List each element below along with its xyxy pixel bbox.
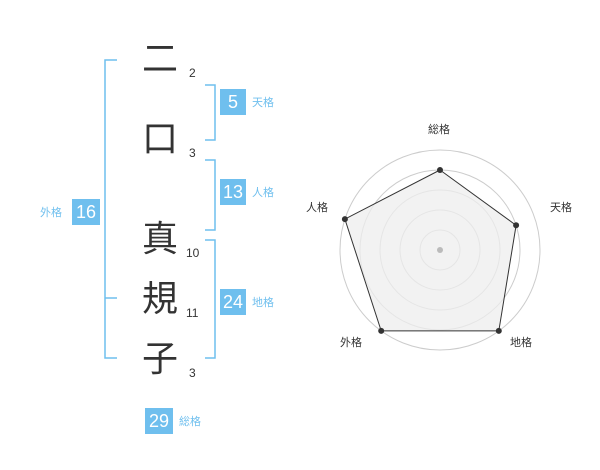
gaikaku-value-badge: 16	[72, 199, 100, 225]
stroke-count-1: 2	[189, 66, 196, 80]
radar-point-1	[437, 167, 443, 173]
soukaku-value-badge: 29	[145, 408, 173, 434]
radar-ring	[339, 149, 541, 351]
stroke-count-3: 10	[186, 246, 200, 260]
name-char-3: 真	[141, 219, 178, 260]
stroke-count-5: 3	[189, 366, 196, 380]
tenkaku-bracket	[205, 84, 216, 141]
radar-series-polygon	[344, 169, 517, 332]
chikaku-value-badge: 24	[220, 289, 246, 315]
radar-point-5	[341, 216, 348, 223]
gaikaku-bracket-outer	[104, 59, 117, 359]
soukaku-label: 総格	[179, 415, 201, 428]
radar-center-dot	[437, 247, 443, 253]
radar-point-3	[495, 327, 502, 334]
stroke-count-4: 11	[186, 306, 199, 320]
name-char-1: 二	[141, 39, 178, 80]
name-char-4: 規	[141, 279, 178, 320]
radar-axis-label-tenkaku: 天格	[550, 201, 572, 214]
gaikaku-label: 外格	[40, 206, 62, 219]
name-char-2: 口	[141, 119, 178, 160]
radar-axis-label-jinkaku: 人格	[306, 201, 328, 214]
radar-axis-label-chikaku: 地格	[510, 336, 532, 349]
radar-point-2	[513, 222, 520, 229]
chikaku-label: 地格	[252, 296, 274, 309]
jinkaku-bracket	[205, 159, 216, 231]
tenkaku-value-badge: 5	[220, 89, 246, 115]
radar-axis-label-gaikaku: 外格	[340, 336, 362, 349]
stroke-count-2: 3	[189, 146, 196, 160]
jinkaku-value-badge: 13	[220, 179, 246, 205]
chikaku-bracket	[205, 239, 216, 359]
radar-axis-label-soukaku: 総格	[428, 123, 450, 136]
name-char-5: 子	[141, 339, 178, 380]
jinkaku-label: 人格	[252, 186, 274, 199]
tenkaku-label: 天格	[252, 96, 274, 109]
radar-point-4	[378, 327, 385, 334]
